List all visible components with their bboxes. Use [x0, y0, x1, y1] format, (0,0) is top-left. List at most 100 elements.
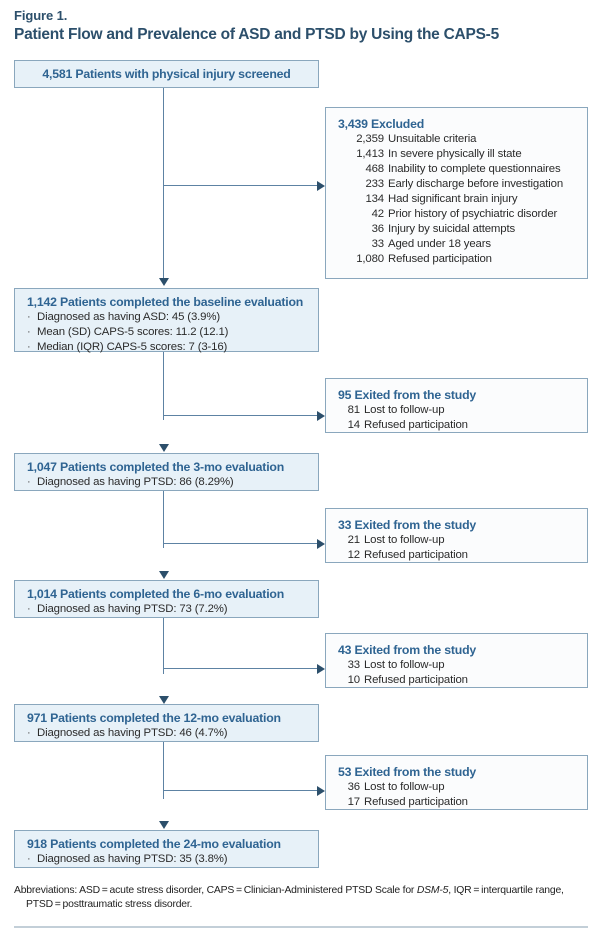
node-eval-12mo-heading: 971 Patients completed the 12-mo evaluat… [27, 711, 281, 725]
connector-to-exit-4 [163, 790, 318, 791]
node-baseline: 1,142 Patients completed the baseline ev… [14, 288, 319, 353]
figure-label: Figure 1. [14, 8, 68, 23]
node-excluded-rows: 2,359 Unsuitable criteria 1,413 In severe p… [338, 132, 579, 267]
list-item-label: Diagnosed as having ASD: 45 (3.9%) [37, 311, 220, 323]
footnote-line1-b: , IQR = interquartile range, [448, 885, 564, 896]
arrowhead-to-exit-3 [317, 664, 325, 674]
node-eval-3mo-heading: 1,047 Patients completed the 3-mo evalua… [27, 460, 285, 474]
node-excluded-heading: 3,439 Excluded [338, 117, 425, 131]
row-value: 36 [347, 781, 361, 793]
node-screened-heading: 4,581 Patients with physical injury scre… [42, 67, 291, 81]
row-value: 1,413 [356, 148, 384, 160]
node-eval-6mo-heading: 1,014 Patients completed the 6-mo evalua… [27, 587, 285, 601]
row-label: Prior history of psychiatric disorder [388, 208, 558, 220]
row-value: 233 [365, 178, 384, 190]
row-label: Refused participation [364, 549, 468, 561]
node-excluded: 3,439 Excluded 2,359 Unsuitable criteria 1… [325, 107, 588, 279]
row-label: Aged under 18 years [388, 238, 491, 250]
abbreviations-footnote: Abbreviations: ASD = acute stress disord… [14, 884, 589, 912]
table-row: 1,413 In severe physically ill state [338, 147, 579, 162]
node-eval-24mo: 918 Patients completed the 24-mo evaluat… [14, 830, 319, 868]
table-row: 233 Early discharge before investigation [338, 177, 579, 192]
row-value: 12 [347, 549, 361, 561]
figure-title: Patient Flow and Prevalence of ASD and P… [14, 26, 499, 43]
row-value: 81 [347, 404, 361, 416]
list-item: ·Diagnosed as having PTSD: 86 (8.29%) [27, 475, 310, 490]
row-value: 1,080 [356, 253, 384, 265]
row-value: 17 [347, 796, 361, 808]
row-label: Lost to follow-up [364, 781, 445, 793]
row-label: Unsuitable criteria [388, 133, 477, 145]
connector-to-exit-1 [163, 415, 318, 416]
node-baseline-heading: 1,142 Patients completed the baseline ev… [27, 295, 304, 309]
footnote-dsm5: DSM-5 [416, 885, 449, 896]
connector-to-excluded [163, 185, 318, 186]
node-eval-6mo: 1,014 Patients completed the 6-mo evalua… [14, 580, 319, 618]
list-item: · Diagnosed as having PTSD: 46 (4.7%) [27, 726, 310, 741]
arrowhead-to-exit-4 [317, 786, 325, 796]
row-label: Refused participation [364, 419, 468, 431]
table-row: 1,080 Refused participation [338, 252, 579, 267]
row-label: Refused participation [388, 253, 492, 265]
list-item: · Diagnosed as having PTSD: 73 (7.2%) [27, 602, 310, 617]
arrowhead-to-excluded [317, 181, 325, 191]
arrowhead-to-eval-3mo [159, 444, 169, 452]
node-exit-4-heading: 53 Exited from the study [338, 765, 477, 779]
row-value: 21 [347, 534, 361, 546]
table-row: 2,359 Unsuitable criteria [338, 132, 579, 147]
connector-trunk-4 [163, 618, 164, 674]
list-item-label: Diagnosed as having PTSD: 73 (7.2%) [37, 603, 228, 615]
row-value: 42 [371, 208, 385, 220]
node-eval-24mo-heading: 918 Patients completed the 24-mo evaluat… [27, 837, 281, 851]
table-row: 468 Inability to complete questionnaires [338, 162, 579, 177]
connector-trunk-2 [163, 352, 164, 420]
bullet-icon: · [27, 727, 31, 739]
row-value: 2,359 [356, 133, 384, 145]
row-label: Lost to follow-up [364, 404, 445, 416]
node-screened: 4,581 Patients with physical injury scre… [14, 60, 319, 88]
row-label: Lost to follow-up [364, 534, 445, 546]
list-item-label: Median (IQR) CAPS-5 scores: 7 (3-16) [37, 341, 228, 353]
row-value: 10 [347, 674, 361, 686]
row-label: In severe physically ill state [388, 148, 522, 160]
list-item-label: Mean (SD) CAPS-5 scores: 11.2 (12.1) [37, 326, 229, 338]
bullet-icon: · [27, 603, 31, 615]
connector-to-exit-2 [163, 543, 318, 544]
row-label: Had significant brain injury [388, 193, 518, 205]
arrowhead-to-eval-24mo [159, 821, 169, 829]
node-eval-3mo-bullets: ·Diagnosed as having PTSD: 86 (8.29%) [27, 475, 310, 490]
bullet-icon: · [27, 311, 31, 323]
list-item: · Diagnosed as having ASD: 45 (3.9%) [27, 310, 310, 325]
row-label: Inability to complete questionnaires [388, 163, 561, 175]
arrowhead-to-eval-12mo [159, 696, 169, 704]
node-eval-3mo: 1,047 Patients completed the 3-mo evalua… [14, 453, 319, 491]
list-item-label: Diagnosed as having PTSD: 35 (3.8%) [37, 853, 228, 865]
node-eval-12mo-bullets: · Diagnosed as having PTSD: 46 (4.7%) [27, 726, 310, 741]
footnote-line1-a: Abbreviations: ASD = acute stress disord… [14, 885, 417, 896]
node-exit-1-heading: 95 Exited from the study [338, 388, 477, 402]
connector-to-exit-3 [163, 668, 318, 669]
row-label: Early discharge before investigation [388, 178, 564, 190]
bullet-icon: · [27, 326, 31, 338]
list-item-label: Diagnosed as having PTSD: 46 (4.7%) [37, 727, 228, 739]
node-eval-6mo-bullets: · Diagnosed as having PTSD: 73 (7.2%) [27, 602, 310, 617]
list-item: ·Diagnosed as having PTSD: 35 (3.8%) [27, 852, 310, 867]
row-value: 14 [347, 419, 361, 431]
footnote-line2: PTSD = posttraumatic stress disorder. [26, 899, 193, 910]
list-item: · Mean (SD) CAPS-5 scores: 11.2 (12.1) [27, 325, 310, 340]
row-value: 468 [365, 163, 384, 175]
